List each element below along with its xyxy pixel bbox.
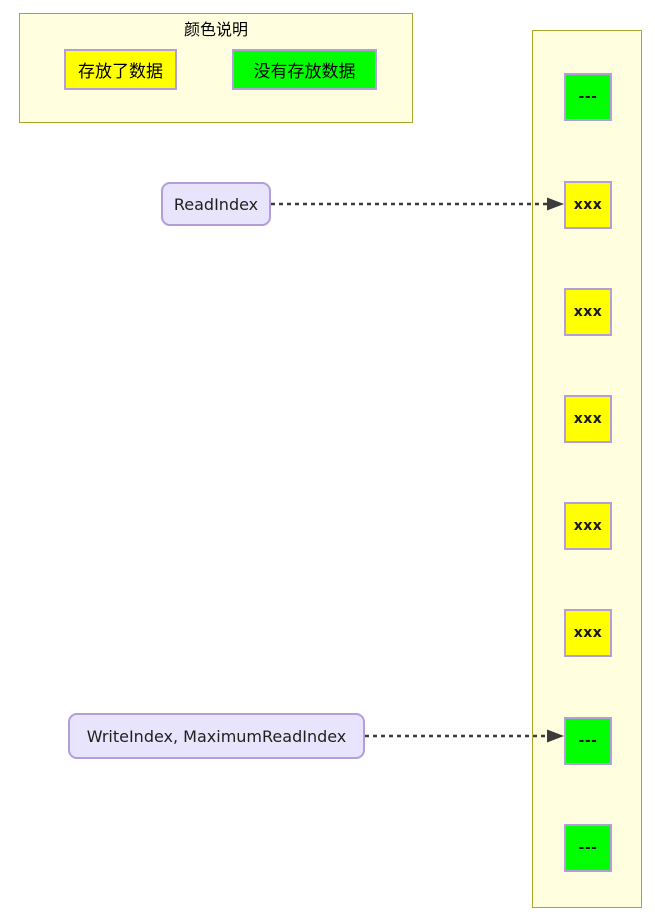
buffer-cell-4[interactable]: xxx — [564, 502, 612, 550]
buffer-cell-0[interactable]: --- — [564, 73, 612, 121]
legend-swatch-empty-label: 没有存放数据 — [253, 62, 356, 82]
buffer-cell-1-label: xxx — [573, 197, 603, 213]
connector-readindex-arrow-icon — [271, 197, 564, 211]
legend-swatch-stored: 存放了数据 — [64, 49, 177, 90]
legend-swatch-stored-label: 存放了数据 — [78, 62, 163, 82]
buffer-cell-0-label: --- — [578, 89, 598, 105]
buffer-cell-2-label: xxx — [573, 304, 603, 320]
legend-title: 颜色说明 — [183, 20, 248, 39]
buffer-cell-5[interactable]: xxx — [564, 609, 612, 657]
connector-writeindex-arrow-icon — [365, 729, 564, 743]
buffer-cell-5-label: xxx — [573, 625, 603, 641]
connector-writeindex-to-cell — [365, 729, 565, 743]
buffer-cell-1[interactable]: xxx — [564, 181, 612, 229]
connector-writeindex-arrowhead-icon — [547, 729, 564, 743]
connector-readindex-arrowhead-icon — [547, 197, 564, 211]
connector-readindex-to-cell — [271, 197, 565, 211]
pointer-box-writeindex-label: WriteIndex, MaximumReadIndex — [86, 726, 347, 746]
buffer-cell-7-label: --- — [578, 840, 598, 856]
buffer-cell-4-label: xxx — [573, 518, 603, 534]
buffer-cell-2[interactable]: xxx — [564, 288, 612, 336]
buffer-cell-6[interactable]: --- — [564, 717, 612, 765]
buffer-cell-6-label: --- — [578, 733, 598, 749]
pointer-box-readindex-label: ReadIndex — [173, 194, 259, 214]
buffer-cell-7[interactable]: --- — [564, 824, 612, 872]
pointer-box-writeindex[interactable]: WriteIndex, MaximumReadIndex — [68, 713, 365, 759]
buffer-column: --- xxx xxx xxx xxx xxx --- --- — [532, 30, 642, 908]
buffer-cell-3[interactable]: xxx — [564, 395, 612, 443]
pointer-box-readindex[interactable]: ReadIndex — [161, 182, 271, 226]
legend-swatch-empty: 没有存放数据 — [232, 49, 377, 90]
legend-panel: 颜色说明 存放了数据 没有存放数据 — [19, 13, 413, 123]
buffer-cell-3-label: xxx — [573, 411, 603, 427]
